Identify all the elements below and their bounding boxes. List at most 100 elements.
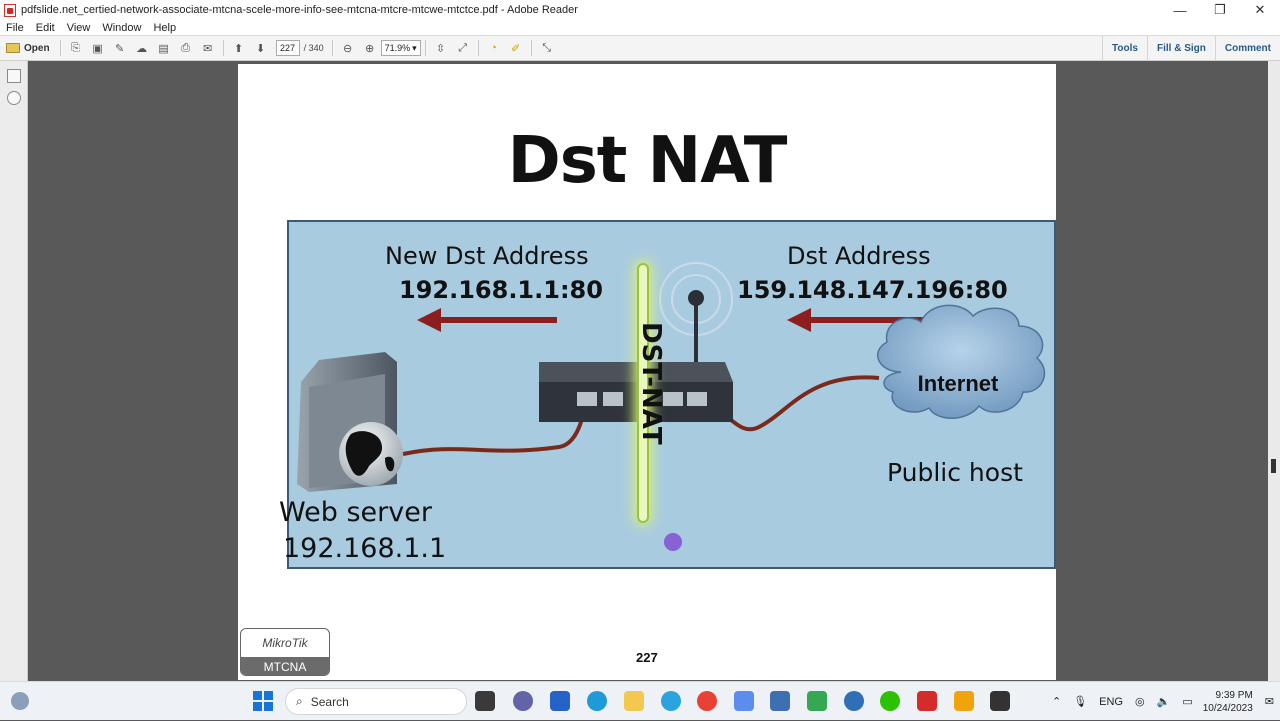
toolbar-divider <box>424 40 426 56</box>
cloud-upload-icon[interactable]: ☁ <box>136 42 148 55</box>
previous-page-icon[interactable]: ⬆ <box>233 42 244 55</box>
chrome-icon[interactable] <box>697 691 717 711</box>
task-view-icon[interactable] <box>475 691 495 711</box>
file-explorer-icon[interactable] <box>624 691 644 711</box>
window-title: pdfslide.net_certied-network-associate-m… <box>21 4 578 16</box>
web-server-label: Web server <box>279 497 432 528</box>
save-icon[interactable]: ▤ <box>158 42 169 55</box>
chevron-up-icon[interactable]: ⌃ <box>1051 696 1062 708</box>
fill-sign-button[interactable]: Fill & Sign <box>1146 35 1215 61</box>
next-page-icon[interactable]: ⬇ <box>255 42 266 55</box>
minimize-button[interactable]: — <box>1173 2 1187 18</box>
play-store-icon[interactable] <box>807 691 827 711</box>
toolbar-divider <box>59 40 61 56</box>
fit-width-icon[interactable]: ⤢ <box>458 41 467 54</box>
language-indicator[interactable]: ENG <box>1099 695 1123 708</box>
page-number: 227 <box>636 650 658 665</box>
highlight-icon[interactable]: ✐ <box>510 42 521 55</box>
store-icon[interactable] <box>550 691 570 711</box>
menu-file[interactable]: File <box>6 21 24 34</box>
left-arrow <box>417 308 557 332</box>
edge-icon[interactable] <box>587 691 607 711</box>
chat-icon[interactable] <box>513 691 533 711</box>
virtualbox-icon[interactable] <box>954 691 974 711</box>
comment-bubble-icon[interactable]: ◔ <box>490 42 497 54</box>
new-dst-label: New Dst Address <box>385 242 589 270</box>
title-bar: pdfslide.net_certied-network-associate-m… <box>0 0 1280 20</box>
microphone-icon[interactable]: 🎙 <box>1073 696 1088 708</box>
vertical-scrollbar[interactable] <box>1268 61 1280 681</box>
zoom-select[interactable]: 71.9% ▾ <box>380 40 421 56</box>
taskbar-search[interactable]: ⌕ Search <box>285 688 467 715</box>
network-app-icon[interactable] <box>770 691 790 711</box>
toolbar-divider <box>477 40 479 56</box>
search-placeholder: Search <box>310 694 349 709</box>
nat-label: DST-NAT <box>636 322 666 445</box>
new-dst-ip: 192.168.1.1:80 <box>399 276 603 304</box>
logo-brand: MikroTik <box>262 636 308 650</box>
diagram-graphics: DST-NAT Internet <box>297 260 1046 551</box>
start-button[interactable] <box>253 691 273 711</box>
menu-bar: File Edit View Window Help <box>0 20 1280 36</box>
weather-icon[interactable] <box>11 692 29 710</box>
expand-icon[interactable]: ⤡ <box>542 41 551 54</box>
menu-view[interactable]: View <box>66 21 91 34</box>
antenna-icon <box>688 290 704 306</box>
attachment-icon[interactable] <box>7 91 21 105</box>
comment-button[interactable]: Comment <box>1214 35 1280 61</box>
close-button[interactable]: ✕ <box>1254 2 1266 17</box>
web-server-ip: 192.168.1.1 <box>283 533 447 564</box>
browser-icon[interactable] <box>844 691 864 711</box>
combine-icon[interactable]: ▣ <box>92 42 103 55</box>
menu-window[interactable]: Window <box>102 21 142 34</box>
taskbar: ⌕ Search ⌃ 🎙 ENG ◎ 🔈 ▭ 9:39 PM 10/24/202… <box>0 681 1280 720</box>
menu-help[interactable]: Help <box>153 21 177 34</box>
page-number-input[interactable]: 227 <box>275 40 300 56</box>
folder-icon <box>6 43 20 53</box>
recorder-icon[interactable] <box>990 691 1010 711</box>
battery-icon[interactable]: ▭ <box>1182 696 1193 708</box>
dst-label: Dst Address <box>787 242 931 270</box>
scrollbar-thumb[interactable] <box>1271 459 1276 473</box>
fit-page-icon[interactable]: ⇳ <box>435 42 446 55</box>
search-icon: ⌕ <box>296 694 303 708</box>
edit-icon[interactable]: ✎ <box>114 42 125 55</box>
adobe-reader-taskbar-icon[interactable] <box>917 691 937 711</box>
public-host-label: Public host <box>887 458 1023 487</box>
cloud-icon <box>876 304 1046 419</box>
zoom-value: 71.9% <box>384 43 411 53</box>
clock[interactable]: 9:39 PM 10/24/2023 <box>1203 689 1253 715</box>
zoom-in-icon[interactable]: ⊕ <box>364 42 375 55</box>
wechat-icon[interactable] <box>880 691 900 711</box>
notifications-icon[interactable]: ✉ <box>1264 696 1274 708</box>
adobe-reader-icon <box>4 3 16 17</box>
globe-tray-icon[interactable]: ◎ <box>1135 696 1145 708</box>
print-icon[interactable]: ⎙ <box>181 41 190 54</box>
clock-time: 9:39 PM <box>1215 689 1253 701</box>
dst-ip: 159.148.147.196:80 <box>737 276 1008 304</box>
open-label: Open <box>24 42 50 54</box>
tools-button[interactable]: Tools <box>1102 35 1147 61</box>
page-total: / 340 <box>303 43 324 53</box>
page-thumbnails-icon[interactable] <box>7 69 21 83</box>
email-icon[interactable]: ✉ <box>202 42 213 55</box>
nat-diagram: DST-NAT Internet New Dst Address 192.168… <box>279 220 1056 569</box>
menu-edit[interactable]: Edit <box>35 21 55 34</box>
zoom-out-icon[interactable]: ⊖ <box>342 42 353 55</box>
maximize-button[interactable]: ❐ <box>1214 2 1226 17</box>
snipping-tool-icon[interactable] <box>734 691 754 711</box>
telegram-icon[interactable] <box>661 691 681 711</box>
chevron-down-icon: ▾ <box>412 43 417 53</box>
mikrotik-logo: MikroTik MTCNA <box>240 628 330 676</box>
toolbar-right-panel: Tools Fill & Sign Comment <box>1102 35 1280 61</box>
toolbar: Open ⎘ ▣ ✎ ☁ ▤ ⎙ ✉ ⬆ ⬇ 227 / 340 ⊖ ⊕ 71.… <box>0 35 1280 61</box>
volume-icon[interactable]: 🔈 <box>1156 696 1171 708</box>
toolbar-divider <box>530 40 532 56</box>
slide-title: Dst NAT <box>507 124 788 198</box>
pdf-page: Dst NAT <box>238 64 1056 680</box>
navigation-pane <box>0 61 28 681</box>
create-pdf-icon[interactable]: ⎘ <box>71 41 80 54</box>
open-button[interactable]: Open <box>0 43 56 54</box>
toolbar-divider <box>331 40 333 56</box>
internet-label: Internet <box>918 371 999 396</box>
